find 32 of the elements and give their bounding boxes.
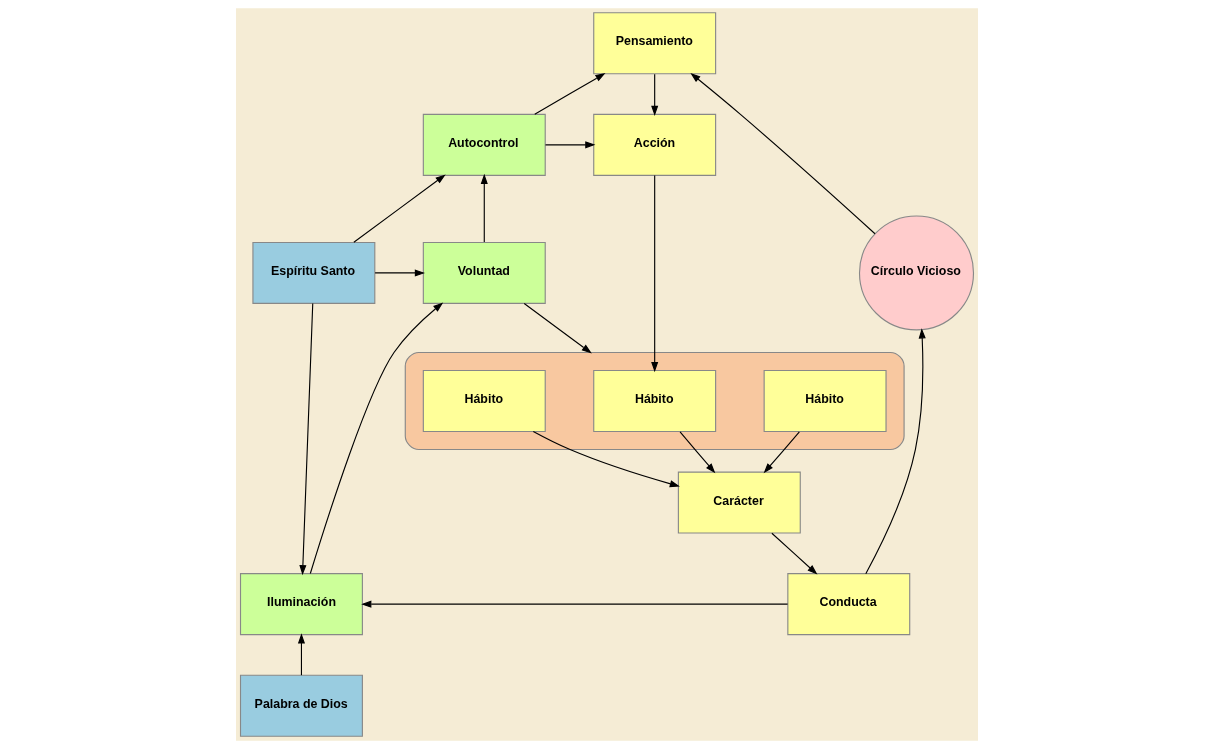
arrow <box>679 431 715 474</box>
arrow <box>650 175 658 373</box>
node-circle: Círculo Vicioso <box>858 215 974 331</box>
arrow <box>650 73 658 116</box>
arrow <box>297 633 305 676</box>
arrow <box>864 328 926 575</box>
node-box: Pensamiento <box>592 12 716 75</box>
node-box: Acción <box>592 113 716 176</box>
arrow <box>480 173 488 243</box>
node-box: Conducta <box>786 573 910 636</box>
arrow <box>533 73 605 115</box>
arrow <box>374 269 425 277</box>
node-box: Iluminación <box>239 573 363 636</box>
node-box: Hábito <box>422 370 546 433</box>
node-box: Autocontrol <box>422 113 546 176</box>
arrow <box>309 302 443 575</box>
node-box: Espíritu Santo <box>251 241 375 304</box>
arrow <box>352 174 446 243</box>
arrow <box>532 430 680 488</box>
arrow <box>544 141 595 149</box>
node-box: Hábito <box>592 370 716 433</box>
arrow <box>523 303 592 354</box>
node-box: Voluntad <box>422 241 546 304</box>
arrow <box>763 431 800 474</box>
node-box: Carácter <box>677 471 801 534</box>
arrow <box>770 532 817 575</box>
node-box: Palabra de Dios <box>239 674 363 737</box>
cluster <box>404 351 905 451</box>
arrow <box>298 303 313 576</box>
node-box: Hábito <box>763 370 887 433</box>
arrow <box>360 600 788 608</box>
arrow <box>689 72 876 235</box>
